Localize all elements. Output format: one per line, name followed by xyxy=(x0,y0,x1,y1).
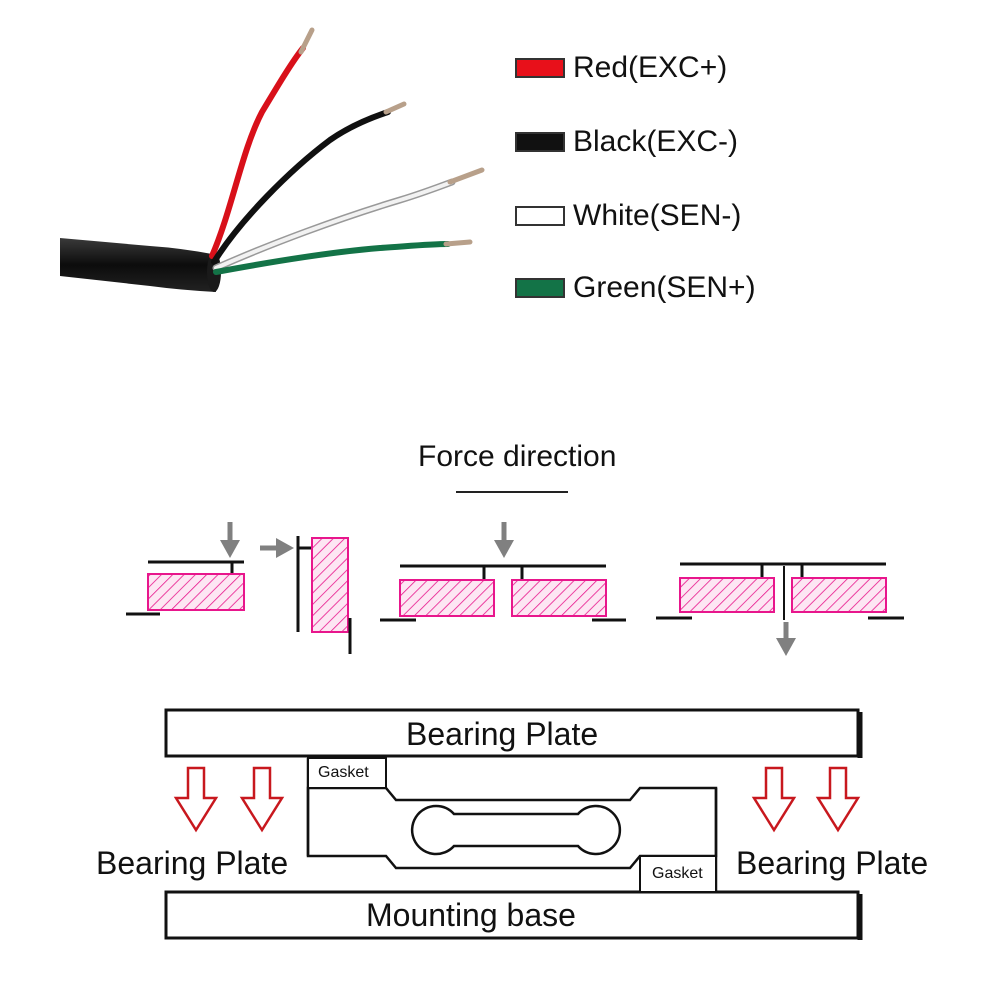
legend-label-red: Red(EXC+) xyxy=(573,51,728,84)
left-bearing-plate-label: Bearing Plate xyxy=(96,845,289,881)
legend-item-white: White(SEN-) xyxy=(515,196,741,236)
legend-item-red: Red(EXC+) xyxy=(515,48,727,88)
force-diagram-1 xyxy=(126,522,245,616)
green-wire-tip xyxy=(443,239,473,247)
red-down-arrow-icon xyxy=(751,766,797,833)
mounting-base-plate xyxy=(164,890,860,940)
green-wire xyxy=(213,241,451,275)
cable-photo xyxy=(60,27,485,292)
legend-item-green: Green(SEN+) xyxy=(515,268,756,308)
black-swatch xyxy=(515,132,565,152)
legend-label-green: Green(SEN+) xyxy=(573,271,756,304)
white-swatch xyxy=(515,206,565,226)
legend-item-black: Black(EXC-) xyxy=(515,122,738,162)
white-wire-fill xyxy=(214,180,454,270)
gasket-bottom xyxy=(639,855,717,893)
force-diagram-2 xyxy=(260,536,352,654)
red-wire xyxy=(209,45,306,259)
right-bearing-plate-label: Bearing Plate xyxy=(736,845,929,881)
top-bearing-plate-label: Bearing Plate xyxy=(406,716,599,752)
cable-jacket xyxy=(60,238,216,292)
red-down-arrow-icon xyxy=(815,766,861,833)
gasket-top-label: Gasket xyxy=(318,764,369,781)
black-wire-tip xyxy=(383,101,407,115)
legend-label-black: Black(EXC-) xyxy=(573,125,739,158)
mounting-base-label: Mounting base xyxy=(366,897,576,933)
gasket-top xyxy=(307,757,387,789)
green-swatch xyxy=(515,278,565,298)
black-wire xyxy=(211,109,391,265)
force-direction-title: Force direction xyxy=(418,440,617,473)
top-bearing-plate xyxy=(164,708,860,758)
installation-diagram xyxy=(164,708,863,940)
red-swatch xyxy=(515,58,565,78)
right-arrow-icon xyxy=(260,538,294,558)
red-down-arrow-icon xyxy=(173,766,219,833)
red-down-arrow-icon xyxy=(239,766,285,833)
down-arrow-icon xyxy=(776,622,796,656)
strain-gauge-hole xyxy=(410,804,622,856)
legend-label-white: White(SEN-) xyxy=(573,199,742,232)
force-diagram-3 xyxy=(380,522,626,622)
red-wire-tip xyxy=(298,27,315,55)
white-wire-tip xyxy=(447,167,485,185)
down-arrow-icon xyxy=(494,522,514,558)
force-diagram-4 xyxy=(656,562,904,656)
gasket-bottom-label: Gasket xyxy=(652,865,703,882)
down-arrow-icon xyxy=(220,522,240,558)
